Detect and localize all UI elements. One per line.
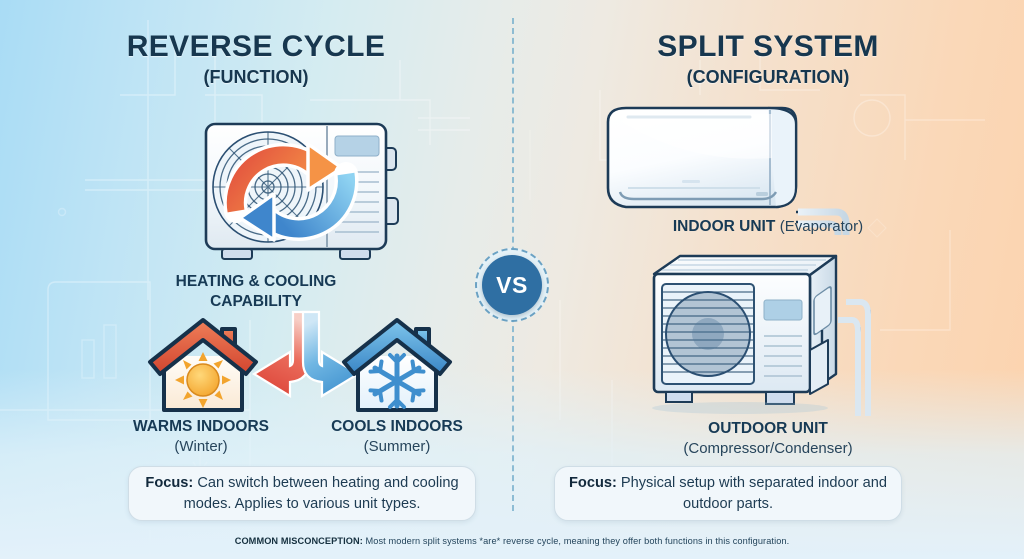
left-heading-block: REVERSE CYCLE (FUNCTION)	[0, 30, 512, 88]
footer-note: COMMON MISCONCEPTION: Most modern split …	[0, 531, 1024, 549]
outdoor-unit-caption: OUTDOOR UNIT (Compressor/Condenser)	[512, 419, 1024, 458]
left-subtitle: (FUNCTION)	[203, 67, 309, 87]
right-focus-text: Focus: Physical setup with separated ind…	[569, 473, 887, 513]
cool-house-caption: COOLS INDOORS (Summer)	[300, 417, 494, 456]
vs-circle: VS	[482, 255, 542, 315]
indoor-unit-illustration	[606, 106, 850, 235]
heat-cool-flow-arrows	[251, 310, 361, 398]
warm-house-icon	[148, 318, 258, 412]
right-focus-lead: Focus:	[569, 475, 617, 492]
snowflake-glyph	[368, 353, 426, 409]
left-focus-text: Focus: Can switch between heating and co…	[143, 473, 461, 513]
left-column-reverse-cycle: REVERSE CYCLE (FUNCTION)	[0, 30, 512, 521]
indoor-unit-sublabel: (Evaporator)	[779, 218, 864, 235]
left-title: REVERSE CYCLE	[126, 30, 386, 63]
indoor-unit-caption: INDOOR UNIT (Evaporator)	[512, 218, 1024, 236]
outdoor-unit-sublabel: (Compressor/Condenser)	[683, 439, 853, 457]
cool-house-sublabel: (Summer)	[363, 437, 431, 455]
footer-label: COMMON MISCONCEPTION:	[234, 536, 363, 546]
warm-house-caption: WARMS INDOORS (Winter)	[104, 417, 298, 456]
outdoor-unit-illustration	[652, 254, 871, 416]
reverse-cycle-arrow-icon	[223, 142, 359, 242]
warm-house-sublabel: (Winter)	[174, 437, 228, 455]
right-focus-box: Focus: Physical setup with separated ind…	[554, 466, 902, 521]
left-unit-caption-line2: CAPABILITY	[210, 292, 302, 310]
vs-badge: VS	[475, 248, 549, 322]
right-heading-block: SPLIT SYSTEM (CONFIGURATION)	[512, 30, 1024, 88]
footer-text: Most modern split systems *are* reverse …	[362, 536, 790, 546]
right-title: SPLIT SYSTEM	[657, 30, 879, 63]
cool-house-icon	[342, 318, 452, 412]
vs-label: VS	[496, 271, 528, 298]
left-focus-box: Focus: Can switch between heating and co…	[128, 466, 476, 521]
left-focus-body: Can switch between heating and cooling m…	[183, 475, 459, 512]
cool-house-label: COOLS INDOORS	[331, 418, 463, 435]
right-subtitle: (CONFIGURATION)	[686, 67, 850, 87]
cool-flow-arrow-icon	[301, 310, 361, 398]
right-focus-body: Physical setup with separated indoor and…	[616, 475, 887, 512]
indoor-unit-label: INDOOR UNIT	[672, 218, 776, 235]
sun-glyph	[175, 352, 231, 408]
warm-house-label: WARMS INDOORS	[132, 418, 270, 435]
reverse-cycle-unit-illustration	[204, 122, 399, 260]
right-column-split-system: SPLIT SYSTEM (CONFIGURATION)	[512, 0, 1024, 559]
left-unit-caption: HEATING & COOLING CAPABILITY	[0, 272, 512, 312]
left-unit-caption-line1: HEATING & COOLING	[175, 273, 337, 290]
outdoor-unit-label: OUTDOOR UNIT	[708, 420, 828, 437]
left-focus-lead: Focus:	[145, 475, 194, 492]
